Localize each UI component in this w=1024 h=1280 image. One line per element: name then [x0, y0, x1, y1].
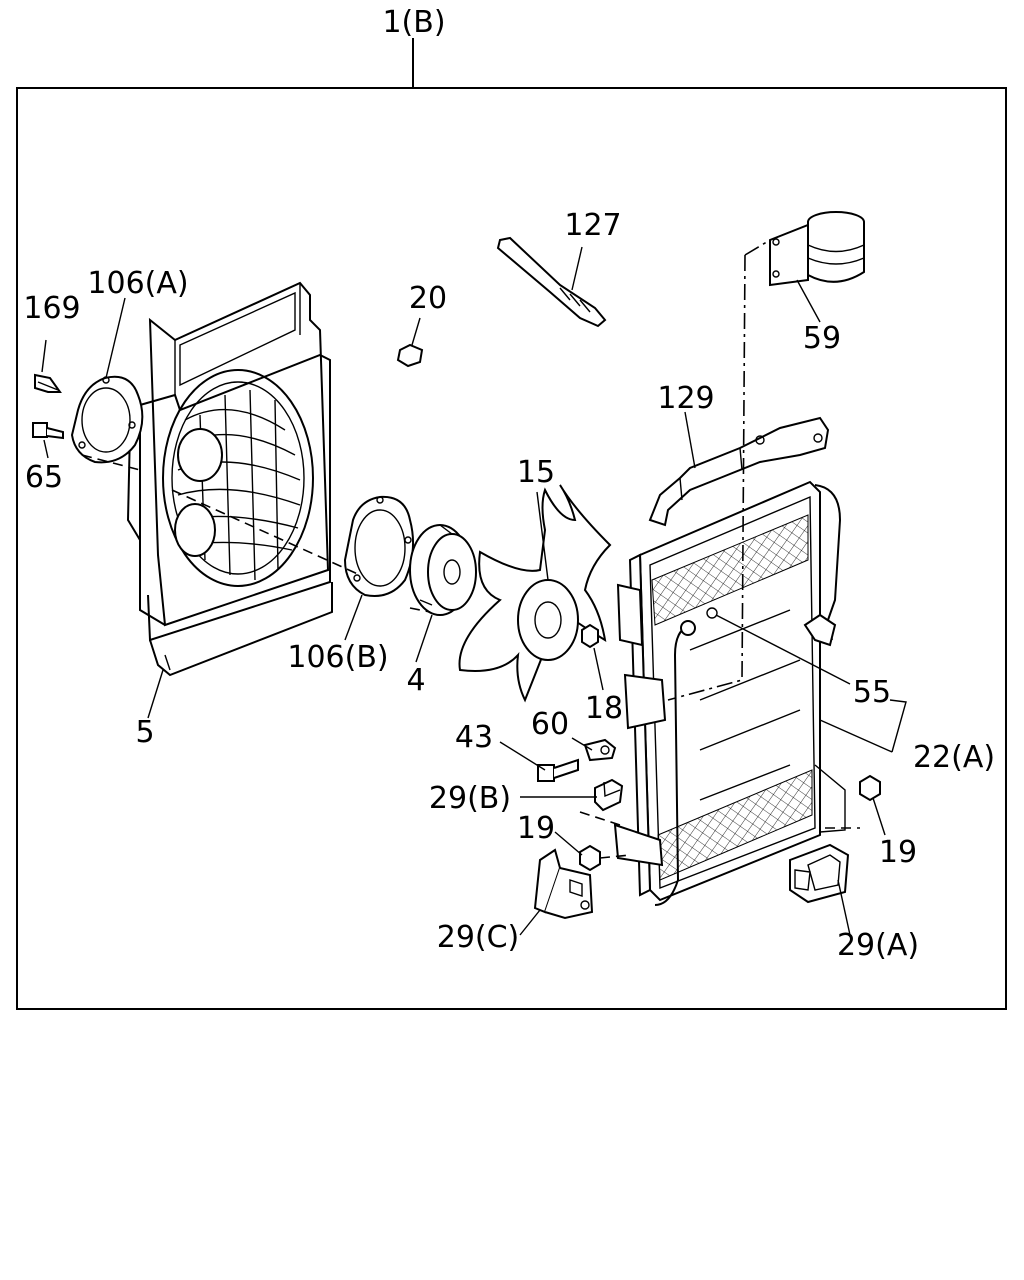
callout-5: 5	[135, 715, 154, 750]
callout-19-right: 19	[879, 835, 917, 870]
callout-22a: 22(A)	[913, 740, 995, 775]
leader-lines	[41, 246, 907, 936]
callout-55: 55	[853, 675, 891, 710]
callout-129: 129	[657, 381, 714, 416]
callout-60: 60	[531, 707, 569, 742]
gasket-106a	[70, 375, 144, 464]
bolt-65	[32, 422, 64, 440]
callout-assembly: 1(B)	[382, 5, 445, 40]
callout-29b: 29(B)	[429, 781, 511, 816]
fan-blade	[458, 484, 612, 703]
callout-59: 59	[803, 321, 841, 356]
callout-169: 169	[23, 291, 80, 326]
gasket-106b	[343, 495, 415, 597]
fan-motor	[409, 524, 477, 616]
callout-29c: 29(C)	[437, 920, 520, 955]
callout-106b: 106(B)	[287, 640, 388, 675]
condenser	[628, 480, 846, 906]
callout-127: 127	[564, 208, 621, 243]
strap-127	[496, 236, 607, 328]
assembly-frame	[16, 38, 1007, 1010]
screw-169	[34, 373, 62, 393]
callout-106a: 106(A)	[87, 266, 188, 301]
assembly-lines	[81, 239, 860, 859]
upper-bracket-129	[648, 416, 830, 527]
clip-60	[583, 738, 617, 762]
nut-19-right	[859, 774, 881, 802]
bolt-43	[537, 758, 579, 782]
fan-shroud	[126, 281, 333, 677]
callout-65: 65	[25, 460, 63, 495]
condenser-side-bracket	[613, 583, 667, 867]
callout-labels: 1(B) 169 106(A) 65 5 106(B) 4 20 127 15 …	[23, 5, 995, 963]
callout-18: 18	[585, 691, 623, 726]
nut-19-left	[579, 844, 601, 872]
callout-19-left: 19	[517, 811, 555, 846]
clip-20	[396, 343, 424, 368]
bracket-29b	[594, 778, 624, 812]
callout-20: 20	[409, 281, 447, 316]
callout-15: 15	[517, 455, 555, 490]
callout-29a: 29(A)	[837, 928, 919, 963]
nut-18	[581, 623, 599, 649]
callout-4: 4	[406, 663, 425, 698]
bracket-29c	[533, 848, 594, 920]
callout-43: 43	[455, 720, 493, 755]
receiver-bracket	[769, 211, 865, 287]
bracket-29a	[789, 843, 850, 904]
